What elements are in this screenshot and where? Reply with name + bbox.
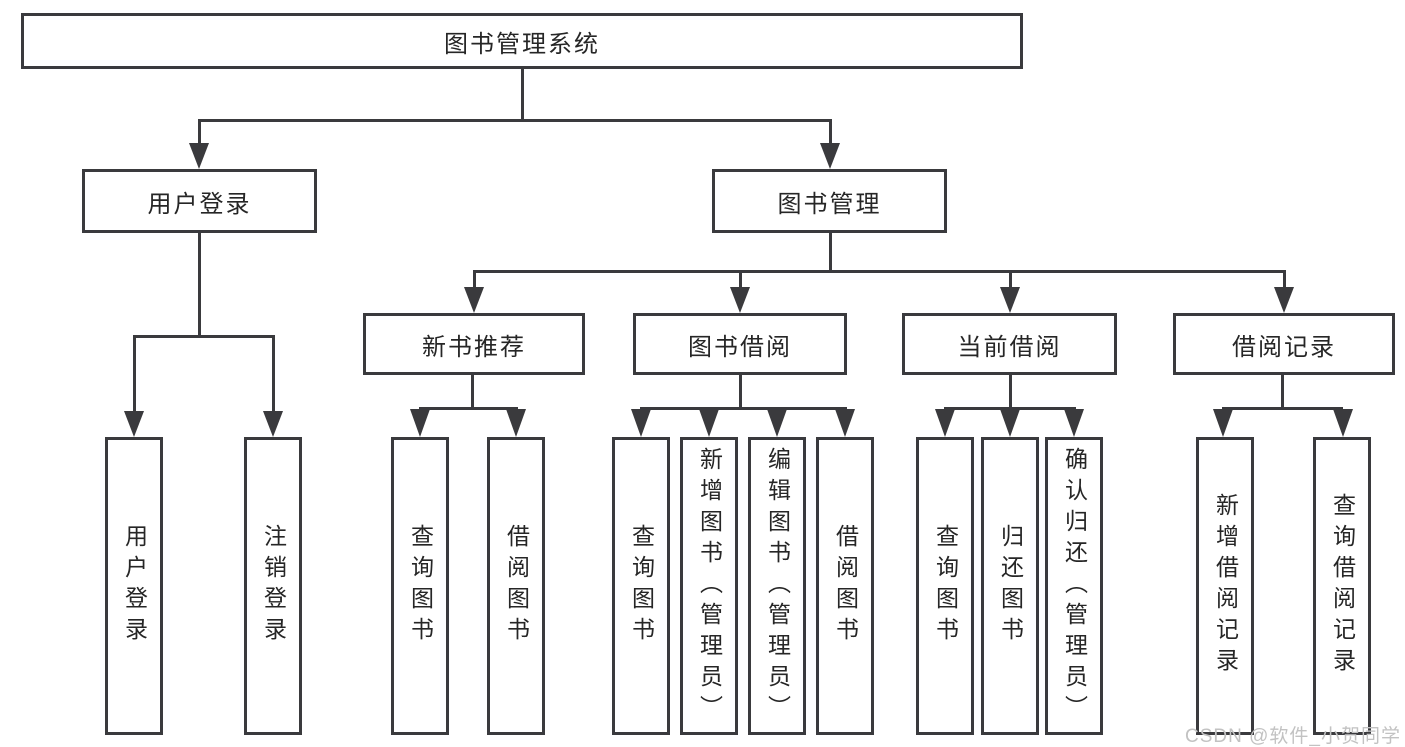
node-label: 图书借阅 (688, 333, 792, 361)
connector-vline (197, 233, 201, 336)
arrow-down-icon (631, 409, 651, 437)
leaf-label: 借阅图书 (503, 524, 530, 648)
arrow-down-icon (699, 409, 719, 437)
arrow-down-icon (820, 143, 840, 169)
arrow-down-icon (935, 409, 955, 437)
arrow-down-icon (189, 143, 209, 169)
connector-hline (197, 118, 832, 122)
connector-vline (1008, 375, 1012, 408)
connector-vline (1008, 271, 1012, 289)
leaf-add-borrow-record: 新增借阅记录 (1196, 437, 1254, 735)
leaf-confirm-return-admin: 确认归还（管理员） (1045, 437, 1103, 735)
arrow-down-icon (767, 409, 787, 437)
leaf-logout-login: 注销登录 (244, 437, 302, 735)
arrow-down-icon (1274, 287, 1294, 313)
connector-hline (472, 269, 1286, 273)
arrow-down-icon (410, 409, 430, 437)
node-label: 图书管理 (777, 190, 882, 218)
leaf-edit-books-admin: 编辑图书（管理员） (748, 437, 806, 735)
arrow-down-icon (124, 411, 144, 437)
connector-vline (470, 375, 474, 408)
node-label: 当前借阅 (957, 333, 1062, 361)
leaf-query-books-borrowing: 查询图书 (612, 437, 670, 735)
arrow-down-icon (1000, 287, 1020, 313)
arrow-down-icon (1064, 409, 1084, 437)
node-current-borrowing: 当前借阅 (902, 313, 1117, 375)
node-book-management-system: 图书管理系统 (21, 13, 1023, 69)
node-book-management: 图书管理 (712, 169, 947, 233)
connector-vline (132, 336, 136, 413)
leaf-label: 查询图书 (932, 524, 959, 648)
connector-hline (639, 406, 847, 410)
node-label: 图书管理系统 (444, 30, 600, 58)
csdn-watermark: CSDN @软件_小贺同学 (1185, 726, 1401, 747)
arrow-down-icon (506, 409, 526, 437)
leaf-label: 编辑图书（管理员） (764, 446, 791, 726)
leaf-return-books: 归还图书 (981, 437, 1039, 735)
connector-vline (271, 336, 275, 413)
connector-vline (520, 69, 524, 120)
arrow-down-icon (1000, 409, 1020, 437)
leaf-query-books-recommend: 查询图书 (391, 437, 449, 735)
arrow-down-icon (1333, 409, 1353, 437)
arrow-down-icon (730, 287, 750, 313)
arrow-down-icon (835, 409, 855, 437)
node-book-borrowing: 图书借阅 (633, 313, 847, 375)
node-user-login: 用户登录 (82, 169, 317, 233)
connector-vline (828, 233, 832, 271)
arrow-down-icon (263, 411, 283, 437)
connector-vline (1282, 271, 1286, 289)
arrow-down-icon (464, 287, 484, 313)
node-label: 用户登录 (147, 190, 252, 218)
connector-hline (943, 406, 1076, 410)
leaf-label: 查询借阅记录 (1329, 493, 1356, 679)
connector-vline (1280, 375, 1284, 408)
leaf-label: 借阅图书 (832, 524, 859, 648)
connector-vline (472, 271, 476, 289)
leaf-label: 查询图书 (628, 524, 655, 648)
leaf-label: 新增图书（管理员） (696, 446, 723, 726)
connector-hline (418, 406, 518, 410)
leaf-borrow-books-recommend: 借阅图书 (487, 437, 545, 735)
leaf-add-books-admin: 新增图书（管理员） (680, 437, 738, 735)
leaf-label: 注销登录 (260, 524, 287, 648)
leaf-query-books-current: 查询图书 (916, 437, 974, 735)
leaf-label: 确认归还（管理员） (1061, 446, 1088, 726)
connector-hline (132, 334, 275, 338)
leaf-user-login: 用户登录 (105, 437, 163, 735)
arrow-down-icon (1213, 409, 1233, 437)
leaf-query-borrow-record: 查询借阅记录 (1313, 437, 1371, 735)
connector-vline (738, 375, 742, 408)
node-borrowing-records: 借阅记录 (1173, 313, 1395, 375)
leaf-label: 用户登录 (121, 524, 148, 648)
node-label: 借阅记录 (1232, 333, 1336, 361)
leaf-label: 归还图书 (997, 524, 1024, 648)
leaf-borrow-books-borrowing: 借阅图书 (816, 437, 874, 735)
node-label: 新书推荐 (422, 333, 526, 361)
connector-vline (738, 271, 742, 289)
node-new-book-recommend: 新书推荐 (363, 313, 585, 375)
connector-hline (1222, 406, 1343, 410)
connector-vline (197, 120, 201, 146)
connector-vline (828, 120, 832, 146)
leaf-label: 新增借阅记录 (1212, 493, 1239, 679)
leaf-label: 查询图书 (407, 524, 434, 648)
